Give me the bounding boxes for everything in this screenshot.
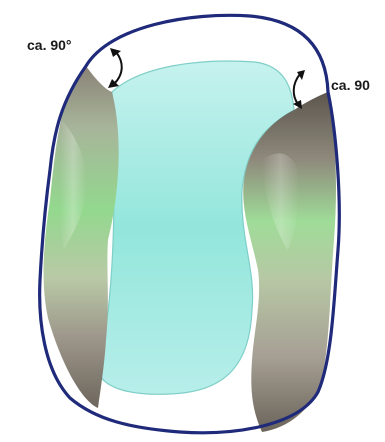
left-angle-arrow bbox=[108, 48, 122, 88]
left-angle-label: ca. 90° bbox=[27, 38, 72, 52]
right-angle-label: ca. 90 bbox=[331, 78, 370, 92]
right-angle-arrow bbox=[293, 70, 305, 109]
